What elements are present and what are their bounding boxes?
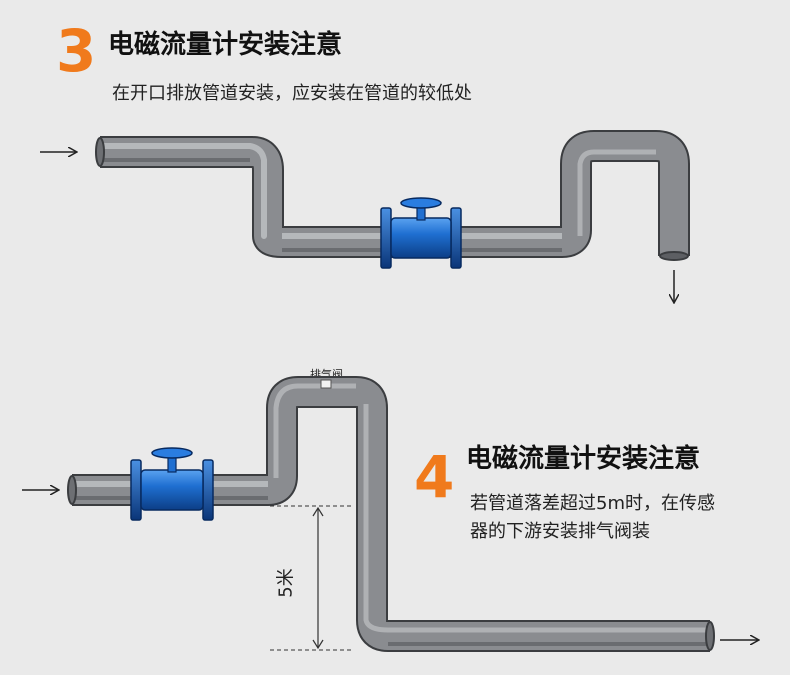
height-dimension (270, 505, 352, 651)
section-3-title: 电磁流量计安装注意 (108, 30, 343, 60)
section-3-number: 3 (56, 17, 97, 85)
flow-meter-top (380, 197, 462, 269)
section-4-description-line1: 若管道落差超过5m时，在传感 (470, 493, 715, 514)
section-4-title: 电磁流量计安装注意 (466, 444, 701, 474)
section-4-description-line2: 器的下游安装排气阀装 (470, 521, 650, 542)
exhaust-valve (320, 379, 332, 389)
flow-meter-bottom (130, 447, 214, 521)
pipe-system-bottom (67, 376, 715, 652)
section-4-number: 4 (414, 443, 455, 511)
pipe-system-top (95, 130, 690, 261)
section-3-description: 在开口排放管道安装，应安装在管道的较低处 (112, 83, 472, 104)
